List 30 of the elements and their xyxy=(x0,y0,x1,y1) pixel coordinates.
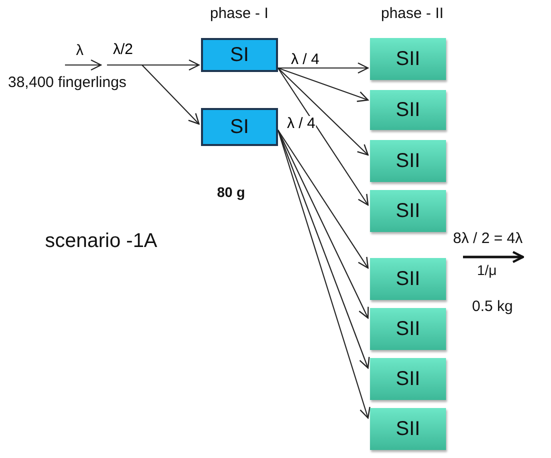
input-label: 38,400 fingerlings xyxy=(8,74,126,91)
output-rate-label: 8λ / 2 = 4λ xyxy=(453,230,523,247)
weight-label: 80 g xyxy=(217,184,246,200)
arrow xyxy=(278,130,369,319)
phase-one-box: SI xyxy=(201,38,278,72)
phase-two-box: SII xyxy=(370,38,446,80)
phase-heading: phase - II xyxy=(381,5,444,22)
phase-two-box: SII xyxy=(370,408,446,450)
phase-two-box: SII xyxy=(370,140,446,182)
arrow xyxy=(278,130,369,269)
arrow xyxy=(278,68,369,156)
rate-label: λ xyxy=(76,42,84,59)
phase-two-box: SII xyxy=(370,308,446,350)
arrow xyxy=(142,64,200,125)
arrow xyxy=(278,67,369,102)
phase-two-box: SII xyxy=(370,258,446,300)
arrow xyxy=(107,59,200,71)
edge-label: λ / 4 xyxy=(286,116,316,131)
weight-label: 0.5 kg xyxy=(472,298,513,315)
scenario-title: scenario -1A xyxy=(45,230,158,253)
phase-two-box: SII xyxy=(370,90,446,130)
phase-two-box: SII xyxy=(370,358,446,400)
edge-label: λ/2 xyxy=(112,42,134,57)
arrow xyxy=(278,68,369,206)
phase-heading: phase - I xyxy=(210,5,268,22)
arrow xyxy=(278,62,369,74)
phase-one-box: SI xyxy=(201,108,278,146)
phase-two-box: SII xyxy=(370,190,446,232)
edge-label: λ / 4 xyxy=(290,52,320,67)
rate-label: 1/μ xyxy=(477,262,497,278)
